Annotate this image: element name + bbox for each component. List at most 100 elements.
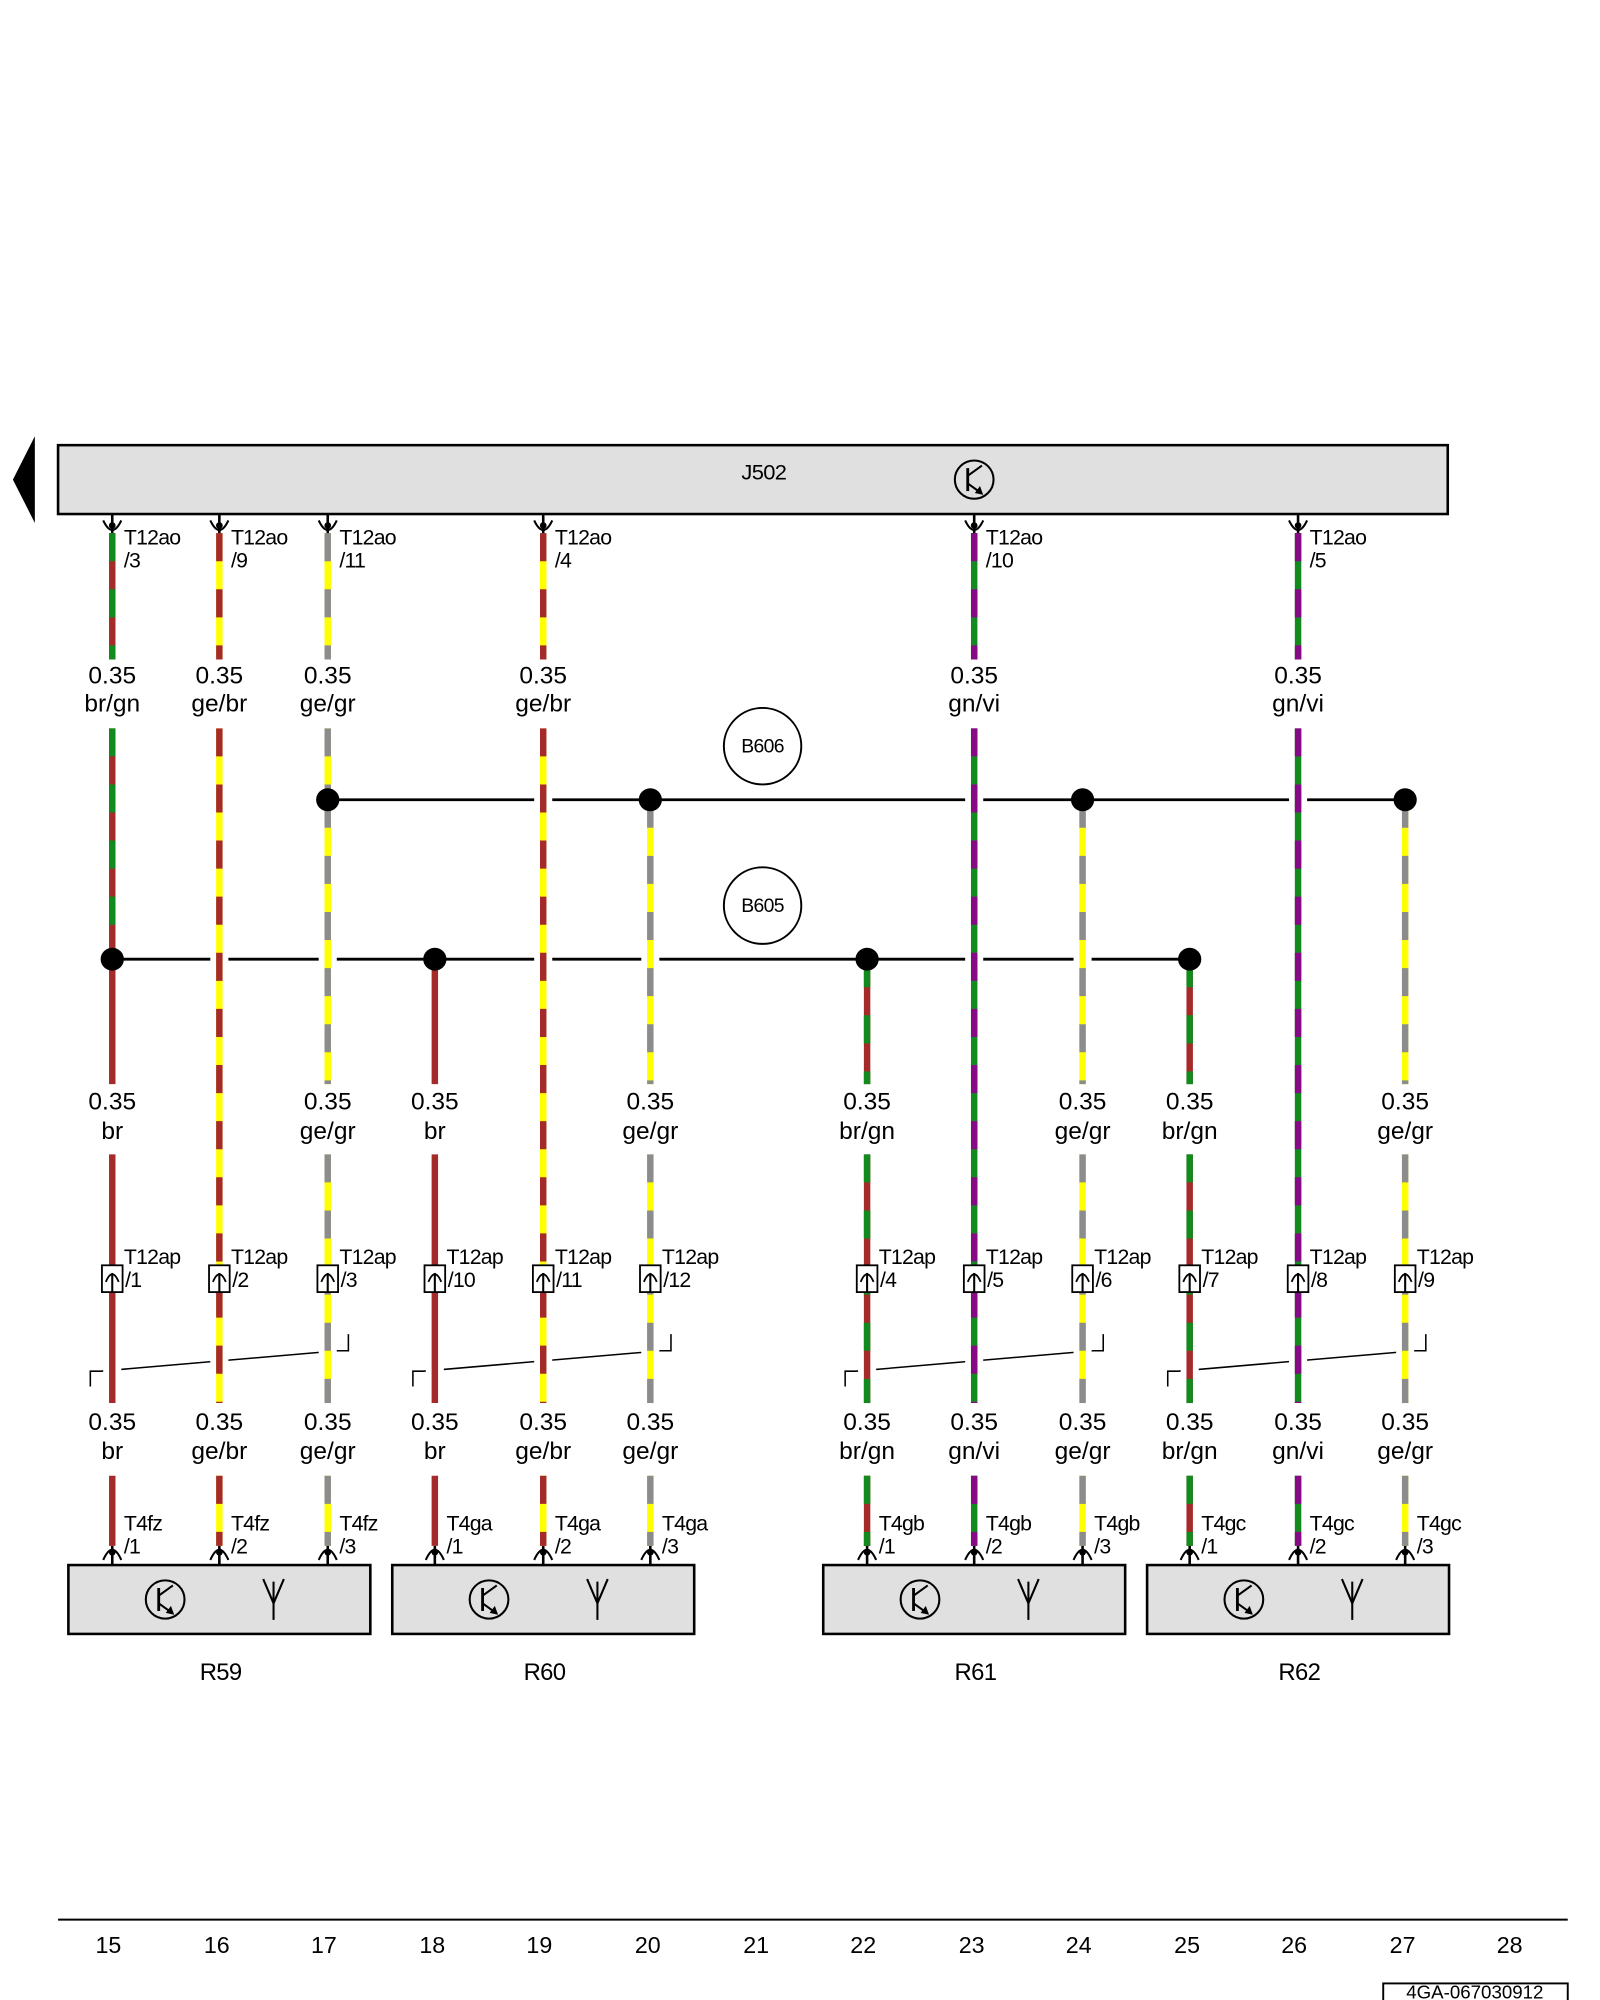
connector-label: T4gb: [986, 1513, 1031, 1536]
wire-size-label: 0.35: [1059, 1089, 1107, 1116]
control-unit-frame: [56, 443, 1450, 516]
wire-color-label: ge/br: [191, 1438, 247, 1465]
document-id-frame: [1382, 1982, 1569, 2000]
wire-size-label: 0.35: [88, 1089, 136, 1116]
splice-node: [1070, 788, 1095, 812]
column-number: 22: [850, 1932, 876, 1958]
connector-pin-icon: [102, 514, 123, 534]
transistor-icon-arrow: [974, 485, 984, 495]
splice-label-ring: [722, 866, 803, 945]
connector-socket-icon: [102, 1545, 123, 1566]
connector-label: T12ap: [446, 1246, 502, 1269]
connector-pin-label: /7: [1203, 1269, 1219, 1292]
column-number: 15: [95, 1932, 121, 1958]
wire-color-label: br: [424, 1118, 446, 1145]
wire-size-label: 0.35: [843, 1089, 891, 1116]
connector-socket-dot: [863, 1548, 871, 1556]
inline-connector-icon: [855, 1264, 879, 1293]
connector-pin-label: /4: [555, 550, 572, 573]
transistor-icon-ring: [953, 459, 995, 500]
connector-pin-label: /3: [662, 1536, 678, 1559]
component-label: R59: [200, 1660, 242, 1686]
transistor-icon: [1223, 1579, 1265, 1620]
wire-color-label: gn/vi: [1272, 691, 1324, 718]
wire-color-label: ge/gr: [1377, 1438, 1433, 1465]
connector-pin-dot: [215, 522, 223, 529]
connector-socket-dot: [1294, 1548, 1302, 1556]
connector-label: T4gc: [1201, 1513, 1246, 1536]
wire-color-label: ge/br: [515, 691, 571, 718]
connector-socket-dot: [646, 1548, 654, 1556]
wire-size-label: 0.35: [88, 663, 136, 690]
splice-node: [423, 947, 447, 971]
arrow-left-icon[interactable]: [12, 436, 35, 523]
inline-connector-icon: [1286, 1264, 1310, 1293]
transistor-icon-ring: [144, 1579, 186, 1620]
column-number: 21: [743, 1932, 769, 1958]
antenna-icon-fork: [1340, 1578, 1364, 1606]
splice-label: B605: [741, 896, 784, 917]
connector-pin-label: /1: [879, 1536, 895, 1559]
wire-color-label: ge/gr: [622, 1118, 678, 1145]
wire-size-label: 0.35: [1166, 1409, 1214, 1436]
connector-pin-label: /11: [556, 1269, 582, 1292]
layer-wire: [109, 533, 1409, 1546]
column-number: 23: [959, 1932, 985, 1958]
component-box: [1145, 1563, 1451, 1636]
connector-label: T12ap: [1201, 1246, 1257, 1269]
column-number: 28: [1497, 1932, 1523, 1958]
connector-label: T12ap: [1310, 1246, 1366, 1269]
connector-pin-label: /1: [124, 1536, 140, 1559]
column-number: 26: [1281, 1932, 1307, 1958]
connector-socket-icon: [533, 1545, 554, 1566]
connector-label: T12ap: [986, 1246, 1042, 1269]
wire-size-label: 0.35: [411, 1089, 459, 1116]
component-R59: [67, 1563, 372, 1636]
connector-pin-label: /11: [339, 550, 365, 573]
connector-socket-dot: [215, 1548, 223, 1556]
connector-label: T12ap: [339, 1246, 395, 1269]
wire-size-label: 0.35: [196, 1409, 244, 1436]
connector-pin-icon: [209, 514, 230, 534]
component-label: R62: [1278, 1660, 1320, 1686]
connector-pin-label: /12: [663, 1269, 690, 1292]
wire-size-label: 0.35: [519, 1409, 567, 1436]
connector-socket-icon: [964, 1545, 985, 1566]
wire-color-label: ge/gr: [1377, 1118, 1433, 1145]
connector-socket-dot: [1079, 1548, 1086, 1556]
wire-color-label: br/gn: [84, 691, 140, 718]
connector-label: T4gb: [879, 1513, 924, 1536]
wire-color-label: ge/gr: [300, 1118, 356, 1145]
wire-color-label: ge/br: [191, 691, 247, 718]
wire-size-label: 0.35: [196, 663, 244, 690]
wire-size-label: 0.35: [1059, 1409, 1107, 1436]
inline-connector-icon: [1178, 1264, 1201, 1293]
wire-size-label: 0.35: [1381, 1409, 1429, 1436]
splice-label-B605: B605: [722, 866, 803, 945]
wire-color-label: ge/gr: [1055, 1438, 1111, 1465]
transistor-icon-collector: [912, 1584, 929, 1597]
inline-connector-icon: [532, 1264, 555, 1293]
splice-node: [1178, 947, 1202, 971]
connector-label: T12ao: [1310, 527, 1366, 550]
antenna-icon: [1017, 1578, 1040, 1620]
splice-label-ring: [722, 706, 803, 786]
connector-label: T12ao: [339, 527, 395, 550]
connector-pin-label: /2: [986, 1536, 1002, 1559]
wire-color-label: br: [101, 1438, 123, 1465]
connector-pin-label: /4: [880, 1269, 897, 1292]
antenna-icon: [586, 1578, 609, 1620]
document-id: 4GA-067030912: [1406, 1982, 1543, 2000]
inline-connector-icon: [639, 1264, 662, 1293]
connector-socket-icon: [1288, 1545, 1309, 1566]
connector-pin-label: /1: [446, 1536, 462, 1559]
connector-label: T12ap: [124, 1246, 180, 1269]
connector-label: T4gc: [1417, 1513, 1462, 1536]
connector-label: T4gc: [1310, 1513, 1355, 1536]
wire-color-label: br/gn: [839, 1118, 895, 1145]
connector-pin-label: /10: [448, 1269, 475, 1292]
component-R60: [390, 1563, 696, 1636]
wire-size-label: 0.35: [1381, 1089, 1429, 1116]
